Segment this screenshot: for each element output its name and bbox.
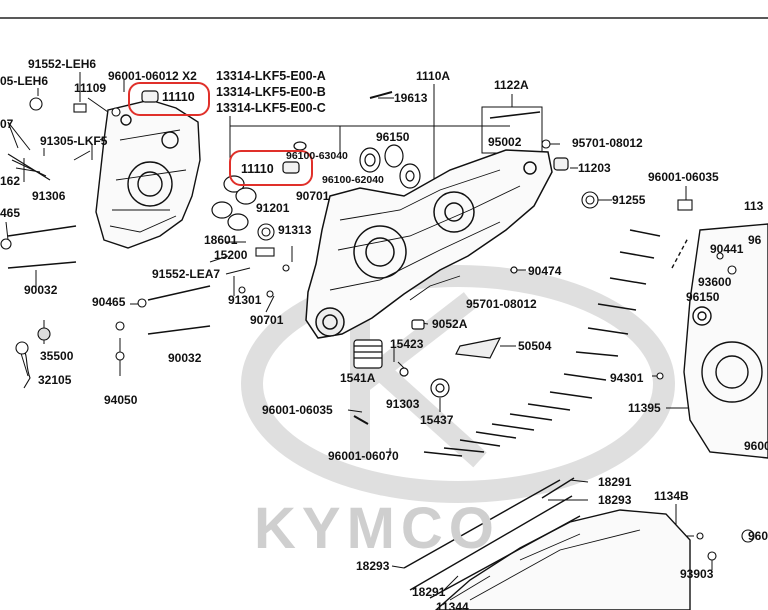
- case-bolts: [423, 229, 661, 457]
- part-label-91301: 91301: [228, 293, 262, 307]
- part-label-07: 07: [0, 117, 14, 131]
- oil-filter-and-plugs: [353, 91, 518, 425]
- part-label-9052a: 9052A: [432, 317, 468, 331]
- left-crankcase-half: [95, 99, 201, 249]
- part-label-18601: 18601: [204, 233, 238, 247]
- part-label-19613: 19613: [394, 91, 428, 105]
- part-label-35500: 35500: [40, 349, 74, 363]
- part-label-113: 113: [744, 199, 764, 213]
- part-label-05-leh6: 05-LEH6: [0, 74, 49, 88]
- part-label-94050: 94050: [104, 393, 138, 407]
- part-label-95701-08012-top: 95701-08012: [572, 136, 643, 150]
- bearings: [293, 141, 421, 189]
- part-label-91313: 91313: [278, 223, 312, 237]
- part-label-15200: 15200: [214, 248, 248, 262]
- part-label-13314-b: 13314-LKF5-E00-B: [216, 85, 326, 99]
- bottom-cover: [434, 509, 691, 610]
- part-label-96150-right: 96150: [686, 290, 720, 304]
- part-label-96100-63040: 96100-63040: [286, 150, 348, 162]
- part-label-11395: 11395: [628, 401, 661, 415]
- gasket-strips: [403, 477, 581, 599]
- part-label-465: 465: [0, 206, 21, 220]
- part-label-1122a: 1122A: [494, 78, 529, 92]
- part-label-11203: 11203: [578, 161, 611, 175]
- part-label-90032-mid: 90032: [168, 351, 202, 365]
- part-label-11110-center: 11110: [241, 162, 274, 176]
- main-crankcase: [305, 149, 553, 339]
- part-label-91201: 91201: [256, 201, 290, 215]
- part-label-15423: 15423: [390, 337, 424, 351]
- highlight-dowel-pin-left: [128, 82, 210, 116]
- part-label-93903: 93903: [680, 567, 714, 581]
- part-label-95701-08012-mid: 95701-08012: [466, 297, 537, 311]
- part-label-96001-06070: 96001-06070: [328, 449, 399, 463]
- part-label-90474: 90474: [528, 264, 562, 278]
- part-label-18293-top: 18293: [598, 493, 632, 507]
- part-label-18291-top: 18291: [598, 475, 632, 489]
- part-label-162: 162: [0, 174, 21, 188]
- part-label-91255: 91255: [612, 193, 646, 207]
- part-label-96001-06012: 96001-06012 X2: [108, 69, 197, 83]
- part-label-11344: 11344: [436, 600, 469, 610]
- part-label-91303: 91303: [386, 397, 420, 411]
- part-label-1110a: 1110A: [416, 69, 451, 83]
- part-label-11110-left: 11110: [162, 90, 195, 104]
- part-label-13314-c: 13314-LKF5-E00-C: [216, 101, 326, 115]
- kymco-logo-watermark: [241, 265, 675, 503]
- part-label-13314-a: 13314-LKF5-E00-A: [216, 69, 326, 83]
- part-label-50504: 50504: [518, 339, 552, 353]
- part-label-9600-right: 9600: [744, 439, 768, 453]
- part-label-18291-bottom: 18291: [412, 585, 446, 599]
- part-label-96001-06035-top: 96001-06035: [648, 170, 719, 184]
- part-label-91552-leh6: 91552-LEH6: [28, 57, 97, 71]
- dowel-pins: [141, 90, 569, 174]
- part-label-90701-top: 90701: [296, 189, 330, 203]
- part-label-94301: 94301: [610, 371, 644, 385]
- part-label-91552-lea7: 91552-LEA7: [152, 267, 221, 281]
- part-label-1134b: 1134B: [654, 489, 689, 503]
- part-label-15437: 15437: [420, 413, 454, 427]
- part-label-95002: 95002: [488, 135, 522, 149]
- kymco-watermark-text: KYMCO: [254, 496, 500, 561]
- part-label-93600: 93600: [698, 275, 732, 289]
- part-label-11109: 11109: [74, 81, 107, 95]
- part-label-90441: 90441: [710, 242, 744, 256]
- part-label-91305-lkf5: 91305-LKF5: [40, 134, 108, 148]
- right-side-cover: [671, 223, 768, 459]
- part-label-90032-left: 90032: [24, 283, 58, 297]
- part-label-96001-06035-mid: 96001-06035: [262, 403, 333, 417]
- part-label-90465: 90465: [92, 295, 126, 309]
- part-label-90701-mid: 90701: [250, 313, 284, 327]
- part-label-32105: 32105: [38, 373, 72, 387]
- part-label-96150-top: 96150: [376, 130, 410, 144]
- part-label-96100-62040: 96100-62040: [322, 174, 384, 186]
- small-hardware-right: [489, 111, 755, 561]
- part-label-9600-bottom: 9600: [748, 529, 768, 543]
- part-label-91306: 91306: [32, 189, 66, 203]
- small-hardware-left: [0, 97, 290, 389]
- part-label-1541a: 1541A: [340, 371, 376, 385]
- highlight-dowel-pin-center: [229, 150, 313, 186]
- part-label-96-right: 96: [748, 233, 762, 247]
- part-label-18293-bottom: 18293: [356, 559, 390, 573]
